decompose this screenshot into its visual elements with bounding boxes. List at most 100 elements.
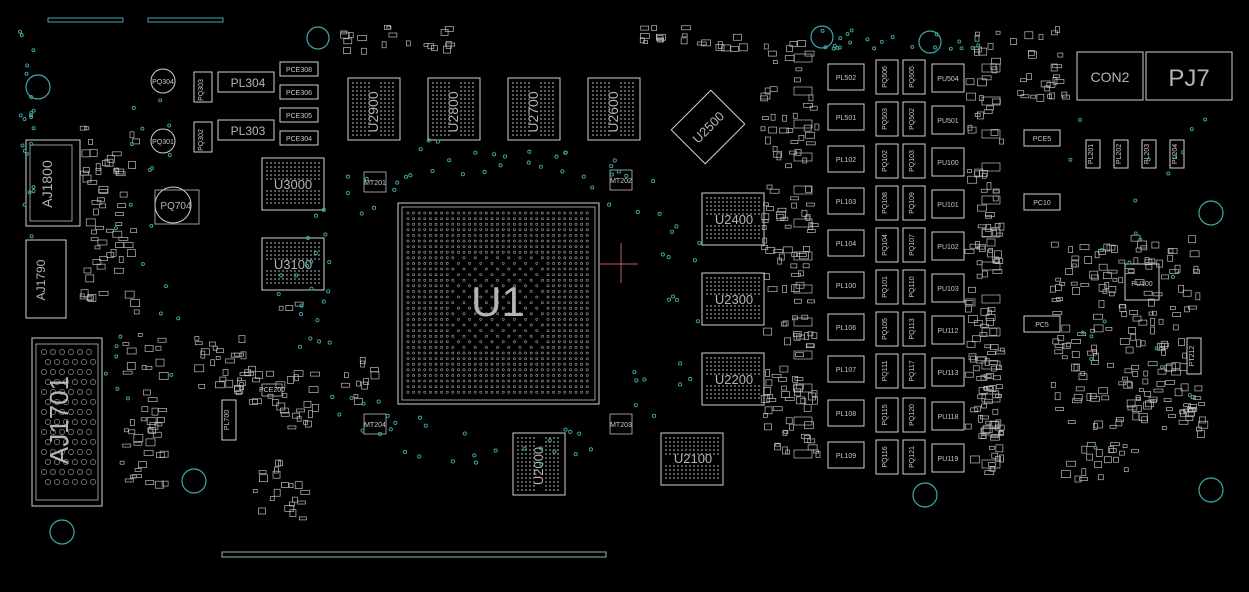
pq111-label: PQ111 [882,361,889,382]
memory-chip-u2000[interactable]: U2000 [512,432,566,496]
pl204-label: PL204 [1172,144,1179,164]
pq301-label: PQ301 [152,139,174,146]
mt203-label: MT203 [610,422,632,429]
pl104-label: PL104 [836,241,856,248]
via-field [18,28,1208,467]
pq116-label: PQ116 [882,446,889,467]
pq102-label: PQ102 [882,150,889,172]
pq502-label: PQ502 [909,108,916,130]
u2500-label: U2500 [690,109,728,147]
mt202-label: MT202 [610,178,632,185]
pu101-label: PU101 [937,202,959,209]
bga-ball-grid [406,211,589,394]
pce304-label: PCE304 [286,136,312,143]
connector-aj1800[interactable]: AJ1800 [25,139,81,227]
memory-chip-u2300[interactable]: U2300 [701,272,765,326]
memory-chip-u3100[interactable]: U3100 [261,237,325,291]
power-stage-ics: PU504 PU501 PU100 PU101 PU102 PU103 PU11… [931,63,965,473]
memory-ball-grids [266,82,760,491]
pl109-label: PL109 [836,453,856,460]
pl100-label: PL100 [836,283,856,290]
pq506-label: PQ506 [882,66,889,88]
connector-con2[interactable]: CON2 [1076,51,1144,101]
con2-label: CON2 [1091,69,1130,85]
pce305-label: PCE305 [286,113,312,120]
connector-aj1790[interactable]: AJ1790 [25,239,67,319]
aj1790-label: AJ1790 [34,259,48,300]
pu501-label: PU501 [937,118,959,125]
pq107-label: PQ107 [909,234,916,256]
memory-chip-u2500[interactable]: U2500 [670,89,746,165]
pl107-label: PL107 [836,367,856,374]
pu119-label: PU119 [938,456,959,463]
pu103-label: PU103 [937,286,959,293]
pq304-label: PQ304 [152,79,174,86]
pu112-label: PU112 [938,328,959,335]
pu102-label: PU102 [937,244,959,251]
pu504-label: PU504 [937,76,959,83]
mt204-label: MT204 [364,422,386,429]
u2600-label: U2600 [605,91,621,132]
connector-aj1701[interactable]: AJ1701 [31,337,103,507]
pq103-label: PQ103 [909,150,916,172]
aj1701-label: AJ1701 [44,376,74,464]
pq121-label: PQ121 [909,446,916,468]
pq302-label: PQ302 [198,129,205,151]
u3100-label: U3100 [274,257,312,272]
pce200-label: PCE200 [259,387,285,394]
pq505-label: PQ505 [909,66,916,88]
connector-pj7[interactable]: PJ7 [1145,51,1233,101]
pl102-label: PL102 [836,157,856,164]
pl700-label: PL700 [224,410,231,430]
u2300-label: U2300 [715,292,753,307]
memory-chip-u3000[interactable]: U3000 [261,157,325,211]
u2900-label: U2900 [365,91,381,132]
pc10-label: PC10 [1033,200,1051,207]
power-stage-inductors[interactable]: PL502 PL501 PL102 PL103 PL104 PL100 PL10… [827,63,865,469]
pq104-label: PQ104 [882,234,889,256]
pce308-label: PCE308 [286,67,312,74]
pce306-label: PCE306 [286,90,312,97]
aj1701-pins [41,349,96,485]
pcie-edge-strip [221,551,607,558]
pl304-label: PL304 [231,76,266,90]
pl201-label: PL201 [1088,144,1095,164]
pu113-label: PU113 [938,370,959,377]
memory-chip-u2400[interactable]: U2400 [701,192,765,246]
u2700-label: U2700 [525,91,541,132]
power-stage-mosfets: PQ506 PQ505 PQ503 PQ502 PQ102 PQ103 PQ10… [875,59,926,475]
pq115-label: PQ115 [882,404,889,425]
memory-chip-u2200[interactable]: U2200 [701,352,765,406]
pq704-label: PQ704 [160,201,192,212]
pce5-label: PCE5 [1033,136,1051,143]
pj7-label: PJ7 [1168,65,1209,92]
pl502-label: PL502 [836,75,856,82]
mounting-holes [25,25,1224,545]
u2800-label: U2800 [445,91,461,132]
pl106-label: PL106 [836,325,856,332]
u2400-label: U2400 [715,212,753,227]
pl103-label: PL103 [836,199,856,206]
pq117-label: PQ117 [909,360,916,381]
pq503-label: PQ503 [882,108,889,130]
pq108-label: PQ108 [882,192,889,214]
pl108-label: PL108 [836,411,856,418]
pu100-label: PU100 [937,160,959,167]
mt201-label: MT201 [364,180,386,187]
top-edge-strips [47,17,224,23]
small-smd-parts [79,24,1209,521]
pq109-label: PQ109 [909,192,916,214]
pq113-label: PQ113 [909,318,916,339]
pl203-label: PL203 [1144,144,1151,164]
aj1800-label: AJ1800 [39,160,55,208]
u2200-label: U2200 [715,372,753,387]
pq120-label: PQ120 [909,404,916,426]
gpu-u1[interactable]: U1 [397,202,638,405]
misc-parts: PCE5 PC10 PC5 PT212 PL201 PL202 PL203 PL… [259,129,1202,435]
u3000-label: U3000 [274,177,312,192]
pq303-label: PQ303 [198,79,205,101]
pu118-label: PU118 [938,414,959,421]
pq105-label: PQ105 [882,318,889,340]
pq101-label: PQ101 [882,276,889,298]
